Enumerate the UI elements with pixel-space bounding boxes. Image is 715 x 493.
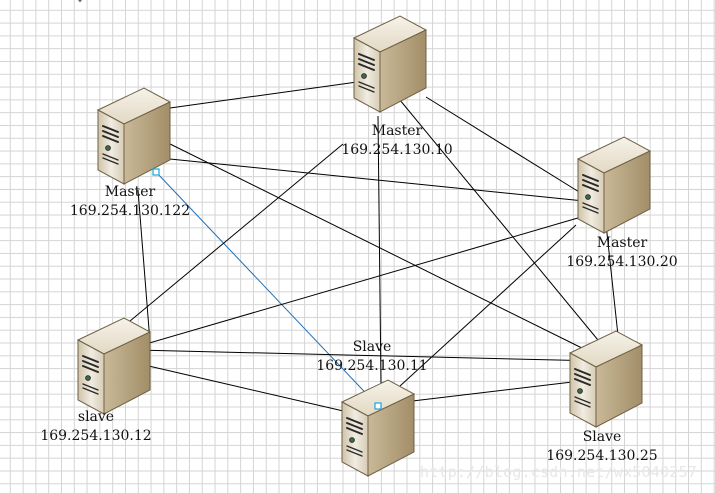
connection-line[interactable] bbox=[169, 81, 358, 109]
connection-line[interactable] bbox=[137, 189, 151, 343]
connection-line-selected[interactable] bbox=[155, 171, 379, 407]
node-label: Master 169.254.130.20 bbox=[566, 234, 677, 272]
connection-line[interactable] bbox=[399, 224, 577, 387]
line-endpoint-handle[interactable] bbox=[152, 168, 160, 176]
node-label: Master 169.254.130.122 bbox=[70, 183, 190, 221]
server-icon-slave[interactable] bbox=[568, 330, 644, 428]
node-role: Master bbox=[596, 235, 648, 251]
node-role: slave bbox=[77, 409, 115, 425]
connection-line[interactable] bbox=[139, 363, 353, 414]
node-ip: 169.254.130.20 bbox=[566, 254, 678, 270]
node-ip: 169.254.130.10 bbox=[341, 142, 453, 158]
node-label: Master 169.254.130.10 bbox=[341, 122, 452, 160]
node-label: slave 169.254.130.12 bbox=[40, 408, 151, 446]
connection-line[interactable] bbox=[135, 349, 601, 362]
server-icon-slave[interactable] bbox=[340, 379, 416, 477]
node-ip: 169.254.130.122 bbox=[69, 203, 191, 219]
move-cursor-icon: ✥ bbox=[77, 0, 83, 5]
connection-line[interactable] bbox=[121, 214, 589, 352]
node-ip: 169.254.130.25 bbox=[546, 448, 658, 464]
node-label: Slave 169.254.130.25 bbox=[546, 428, 657, 466]
node-role: Master bbox=[104, 184, 156, 200]
watermark-text: http://blog.csdn.net/wx5040257 bbox=[420, 463, 697, 481]
server-icon-master[interactable] bbox=[96, 87, 172, 185]
connection-line[interactable] bbox=[377, 115, 382, 388]
node-role: Slave bbox=[582, 429, 622, 445]
node-role: Master bbox=[371, 123, 423, 139]
line-endpoint-handle[interactable] bbox=[374, 402, 382, 410]
server-icon-master[interactable] bbox=[352, 15, 428, 113]
connection-line[interactable] bbox=[425, 96, 585, 196]
node-ip: 169.254.130.12 bbox=[40, 428, 152, 444]
server-icon-slave[interactable] bbox=[76, 317, 152, 415]
server-icon-master[interactable] bbox=[576, 136, 652, 234]
server-nodes bbox=[76, 15, 652, 477]
connection-line[interactable] bbox=[389, 87, 613, 358]
connection-line[interactable] bbox=[123, 143, 344, 327]
node-role: Slave bbox=[352, 339, 392, 355]
connection-line[interactable] bbox=[149, 156, 585, 202]
node-label: Slave 169.254.130.11 bbox=[316, 338, 427, 376]
connection-line[interactable] bbox=[157, 137, 595, 355]
connection-lines bbox=[121, 81, 621, 414]
node-ip: 169.254.130.11 bbox=[316, 358, 428, 374]
selection-handles bbox=[152, 168, 382, 410]
